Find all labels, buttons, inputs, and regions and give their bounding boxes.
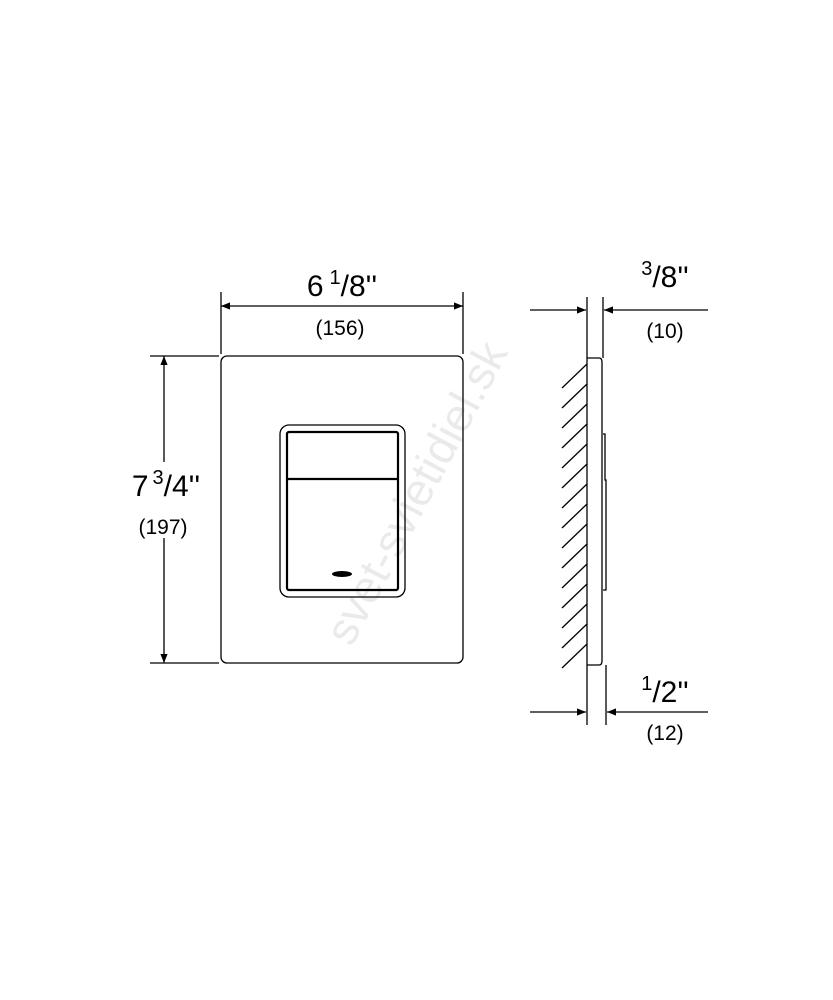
hatch-line	[561, 543, 588, 569]
total-depth-mm-label: (12)	[646, 722, 683, 745]
hatch-line	[561, 603, 588, 629]
hatch-line	[561, 623, 588, 649]
watermark: svet-svietidiel.sk	[314, 332, 518, 653]
hatch-line	[561, 523, 588, 549]
flush-plate-outline	[220, 355, 464, 664]
hatch-line	[561, 503, 588, 529]
button-frame	[279, 424, 406, 598]
plate-profile	[587, 357, 603, 666]
hatch-line	[561, 483, 588, 509]
height-mm-label: (197)	[138, 516, 187, 539]
plate-depth-mm-label: (10)	[646, 320, 683, 343]
hatch-line	[561, 563, 588, 589]
hatch-line	[561, 463, 588, 489]
side-view: 3/8'' (10) 1/2'' (12)	[530, 258, 708, 745]
hatch-line	[561, 383, 588, 409]
width-mm-label: (156)	[315, 317, 364, 340]
button-profile	[603, 433, 607, 591]
total-depth-inch-label: 1/2''	[641, 673, 689, 709]
logo-icon	[332, 571, 352, 577]
wall-hatching	[561, 363, 588, 669]
hatch-line	[561, 443, 588, 469]
hatch-line	[561, 403, 588, 429]
hatch-line	[561, 423, 588, 449]
button-panel	[285, 430, 400, 592]
hatch-line	[561, 583, 588, 609]
plate-depth-inch-label: 3/8''	[641, 258, 689, 294]
hatch-line	[561, 363, 588, 389]
hatch-line	[561, 643, 588, 669]
